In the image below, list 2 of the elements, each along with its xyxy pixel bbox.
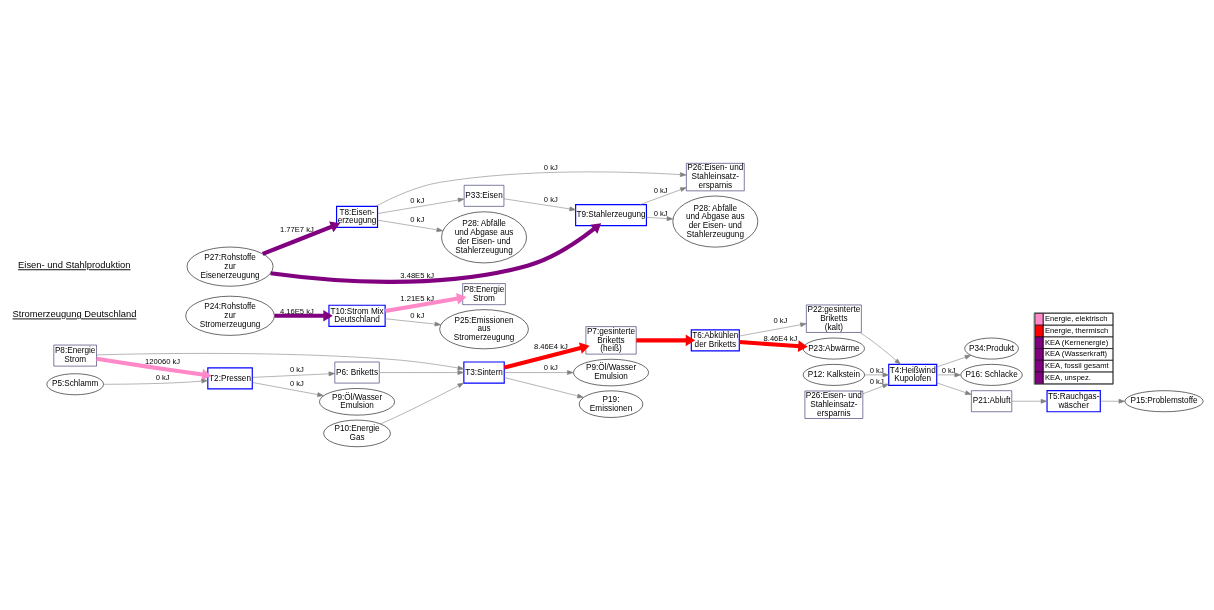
label: Stromerzeugung Deutschland [12,309,137,320]
label: Eisen- und Stahlproduktion [18,260,131,271]
